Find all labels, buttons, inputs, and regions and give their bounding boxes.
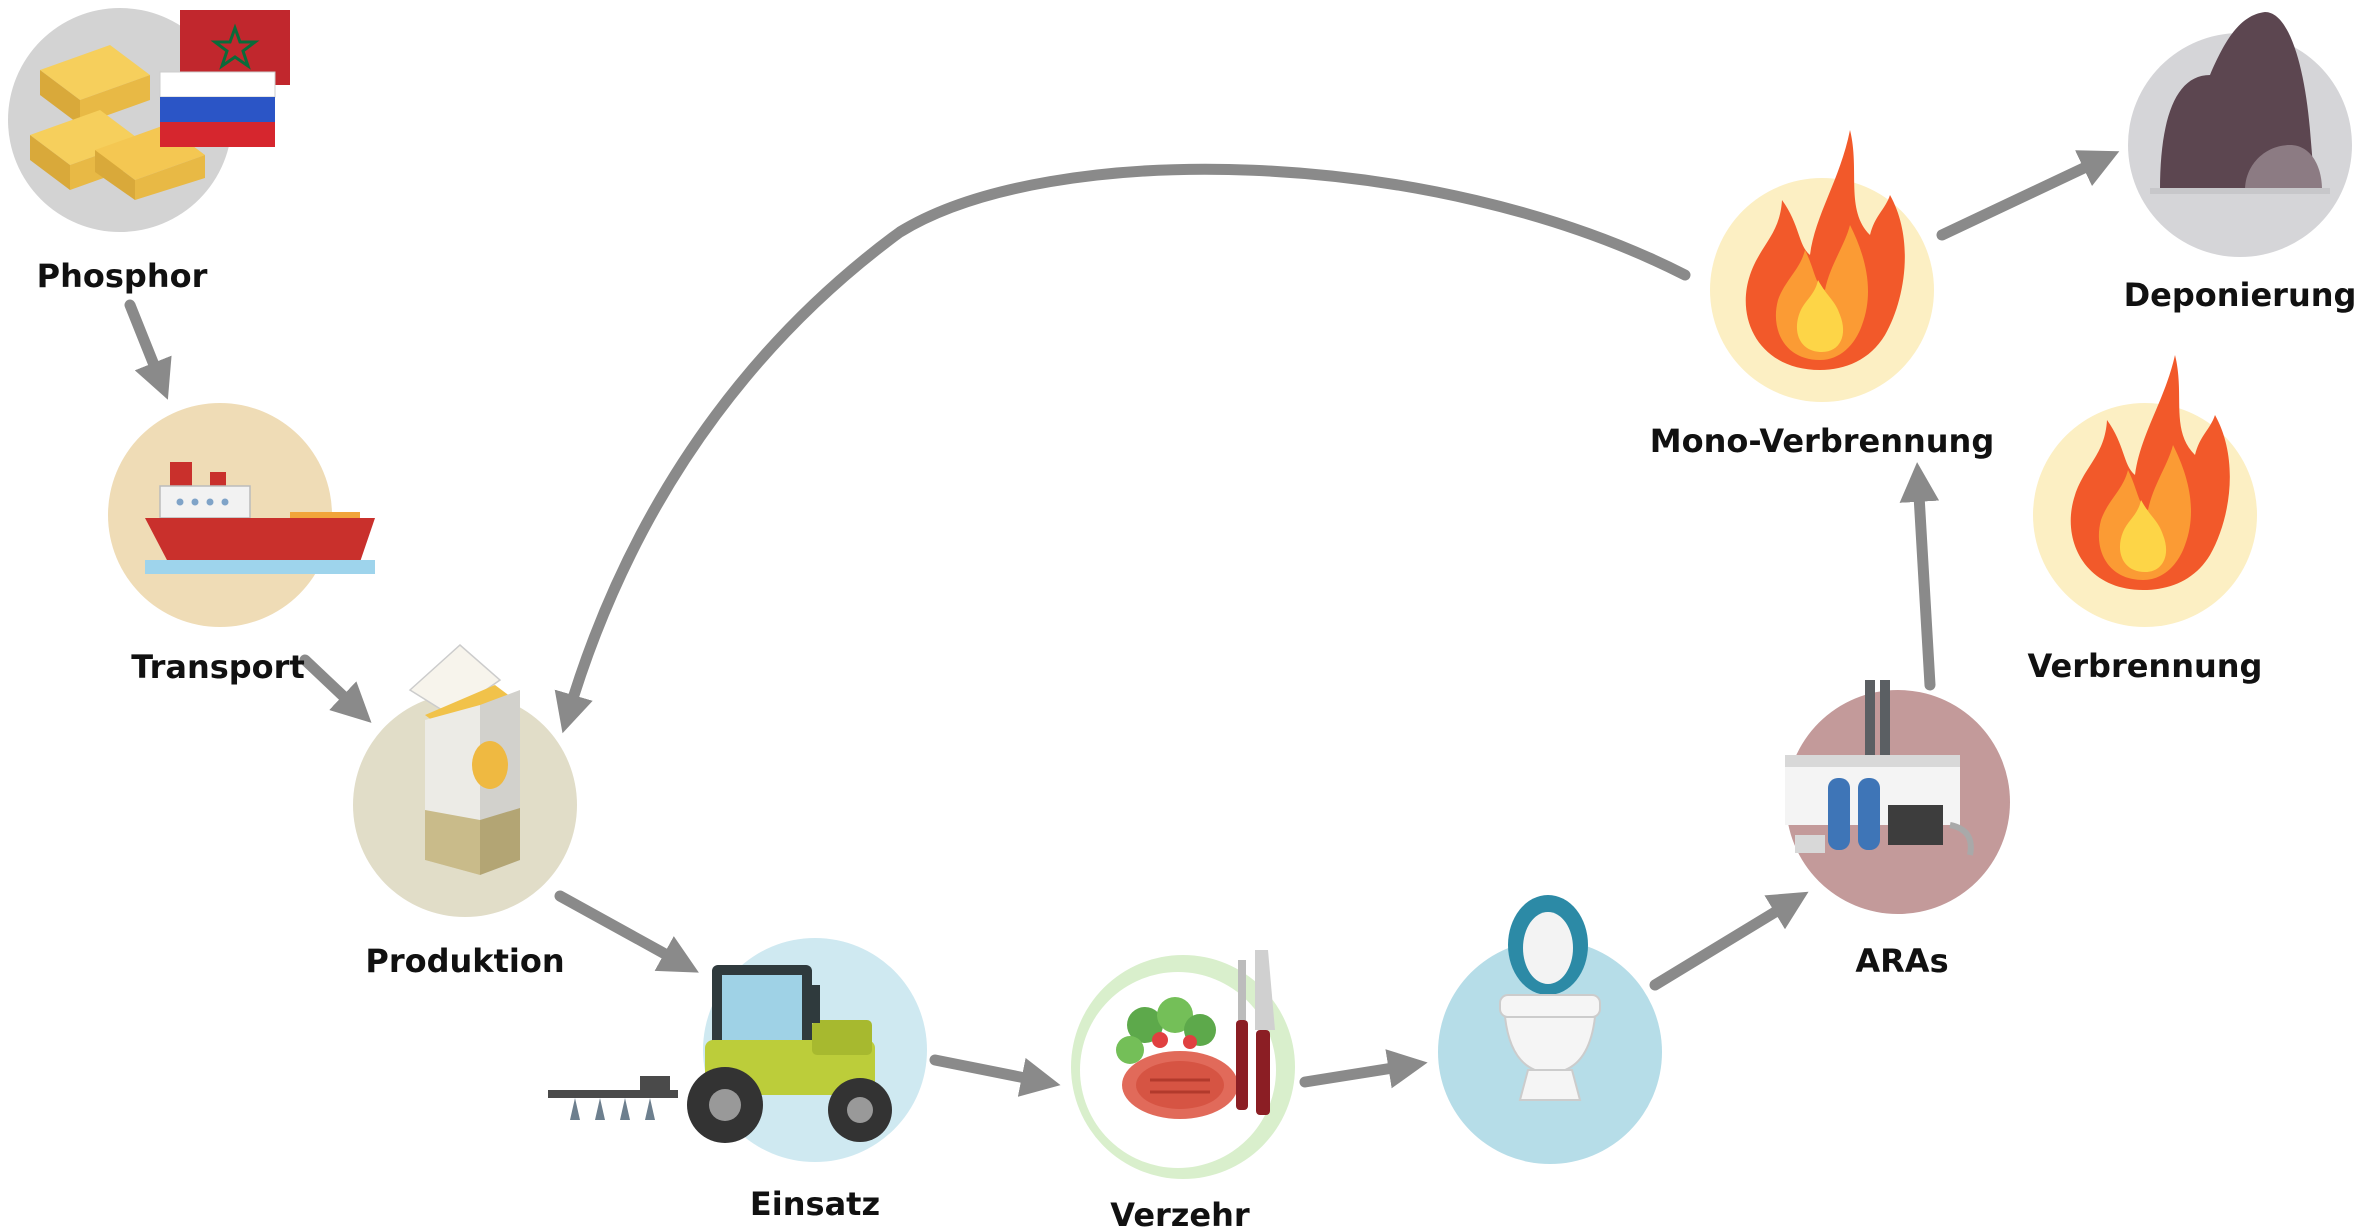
landfill-icon bbox=[2150, 12, 2330, 194]
arrow-toilet-to-aras bbox=[1649, 891, 1809, 991]
label-deponierung: Deponierung bbox=[2124, 276, 2357, 314]
arrow-aras-to-mono bbox=[1899, 462, 1940, 691]
russia-flag-icon bbox=[159, 71, 276, 147]
arrow-phosphor-to-transport bbox=[124, 299, 172, 400]
arrow-mono-to-produktion bbox=[554, 163, 1691, 734]
label-aras: ARAs bbox=[1855, 942, 1948, 980]
node-aras bbox=[1785, 680, 2010, 914]
node-produktion bbox=[353, 643, 577, 917]
flame-icon bbox=[2070, 355, 2230, 590]
label-verzehr: Verzehr bbox=[1110, 1196, 1250, 1231]
node-transport bbox=[108, 403, 375, 627]
node-einsatz bbox=[548, 938, 927, 1162]
label-einsatz: Einsatz bbox=[750, 1185, 880, 1223]
node-deponierung bbox=[2128, 12, 2352, 257]
label-mono-verbrennung: Mono-Verbrennung bbox=[1650, 422, 1994, 460]
node-toilet bbox=[1438, 895, 1662, 1164]
arrow-mono-to-deponierung bbox=[1936, 150, 2120, 241]
node-phosphor bbox=[8, 8, 290, 232]
node-verbrennung bbox=[2033, 355, 2257, 627]
label-verbrennung: Verbrennung bbox=[2028, 647, 2263, 685]
arrow-verzehr-to-toilet bbox=[1299, 1049, 1428, 1089]
arrow-transport-to-produktion bbox=[299, 654, 372, 723]
treatment-plant-icon bbox=[1785, 680, 1974, 856]
arrows bbox=[124, 150, 2120, 1097]
node-mono-verbrennung bbox=[1710, 130, 1934, 402]
gold-bars-icon bbox=[30, 45, 205, 200]
node-verzehr bbox=[1071, 950, 1295, 1179]
tractor-icon bbox=[548, 965, 892, 1143]
arrow-einsatz-to-verzehr bbox=[929, 1054, 1061, 1097]
label-transport: Transport bbox=[131, 648, 304, 686]
steak-plate-icon bbox=[1080, 950, 1276, 1168]
label-phosphor: Phosphor bbox=[37, 257, 208, 295]
flame-icon bbox=[1745, 130, 1905, 370]
toilet-icon bbox=[1499, 895, 1601, 1101]
label-produktion: Produktion bbox=[365, 942, 564, 980]
fertilizer-bag-icon bbox=[408, 643, 520, 875]
arrow-produktion-to-einsatz bbox=[554, 890, 699, 973]
cargo-ship-icon bbox=[145, 462, 375, 574]
